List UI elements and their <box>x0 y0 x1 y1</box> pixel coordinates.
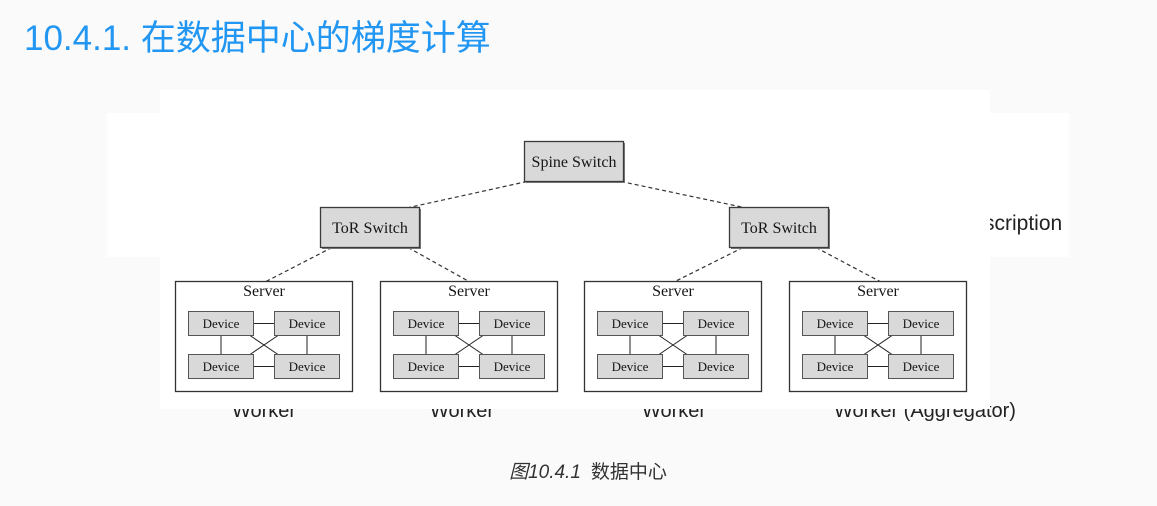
device-link <box>249 335 279 355</box>
device-label: Device <box>903 316 940 331</box>
device-box <box>683 311 749 336</box>
device-box <box>393 311 459 336</box>
device-label: Device <box>817 359 854 374</box>
device-box <box>683 354 749 379</box>
device-box <box>888 311 954 336</box>
device-box <box>188 354 254 379</box>
device-label: Device <box>494 359 531 374</box>
device-link <box>454 335 484 355</box>
link-spine-to-tor-right <box>620 180 745 209</box>
server-1: Server Device Device Device Device <box>174 280 354 393</box>
device-box <box>802 354 868 379</box>
device-label: Device <box>408 316 445 331</box>
device-box <box>888 354 954 379</box>
device-box <box>188 311 254 336</box>
device-label: Device <box>698 316 735 331</box>
device-box <box>393 354 459 379</box>
underlying-header-fragment: scription <box>984 212 1063 235</box>
server-label: Server <box>448 283 490 300</box>
device-label: Device <box>203 316 240 331</box>
device-label: Device <box>289 359 326 374</box>
server-label: Server <box>652 283 694 300</box>
figure-caption: 图10.4.1 数据中心 <box>107 461 1069 485</box>
device-label: Device <box>289 316 326 331</box>
server-label: Server <box>243 283 285 300</box>
device-box <box>479 354 545 379</box>
link-tor-right-to-server-4 <box>815 246 881 283</box>
device-label: Device <box>612 316 649 331</box>
device-box <box>597 311 663 336</box>
tor-switch-box <box>728 206 830 249</box>
device-label: Device <box>698 359 735 374</box>
tor-switch-label: ToR Switch <box>741 220 817 237</box>
spine-switch-label: Spine Switch <box>532 154 617 171</box>
server-2: Server Device Device Device Device <box>379 280 559 393</box>
device-label: Device <box>494 316 531 331</box>
device-box <box>274 354 340 379</box>
server-4: Server Device Device Device Device <box>788 280 968 393</box>
section-title: 10.4.1. 在数据中心的梯度计算 <box>24 19 491 58</box>
device-label: Device <box>903 359 940 374</box>
device-link <box>658 335 688 355</box>
tor-switch-label: ToR Switch <box>332 220 408 237</box>
device-label: Device <box>203 359 240 374</box>
tor-switch-right: ToR Switch <box>728 206 830 249</box>
device-box <box>479 311 545 336</box>
device-label: Device <box>612 359 649 374</box>
device-label: Device <box>817 316 854 331</box>
device-box <box>597 354 663 379</box>
link-spine-to-tor-left <box>408 180 528 209</box>
link-tor-right-to-server-3 <box>674 246 744 283</box>
caption-text: 数据中心 <box>590 462 667 483</box>
link-tor-left-to-server-2 <box>407 246 470 283</box>
tor-switch-box <box>319 206 421 249</box>
server-3: Server Device Device Device Device <box>583 280 763 393</box>
link-tor-left-to-server-1 <box>265 246 333 283</box>
datacenter-diagram-svg: Spine Switch ToR Switch ToR Switch Serve… <box>174 140 968 393</box>
spine-switch: Spine Switch <box>523 140 625 183</box>
spine-switch-box <box>523 140 625 183</box>
server-label: Server <box>857 283 899 300</box>
datacenter-diagram: Spine Switch ToR Switch ToR Switch Serve… <box>160 90 990 409</box>
device-box <box>274 311 340 336</box>
device-label: Device <box>408 359 445 374</box>
device-link <box>863 335 893 355</box>
tree-links <box>265 180 881 283</box>
caption-number: 图10.4.1 <box>509 462 581 483</box>
device-box <box>802 311 868 336</box>
tor-switch-left: ToR Switch <box>319 206 421 249</box>
